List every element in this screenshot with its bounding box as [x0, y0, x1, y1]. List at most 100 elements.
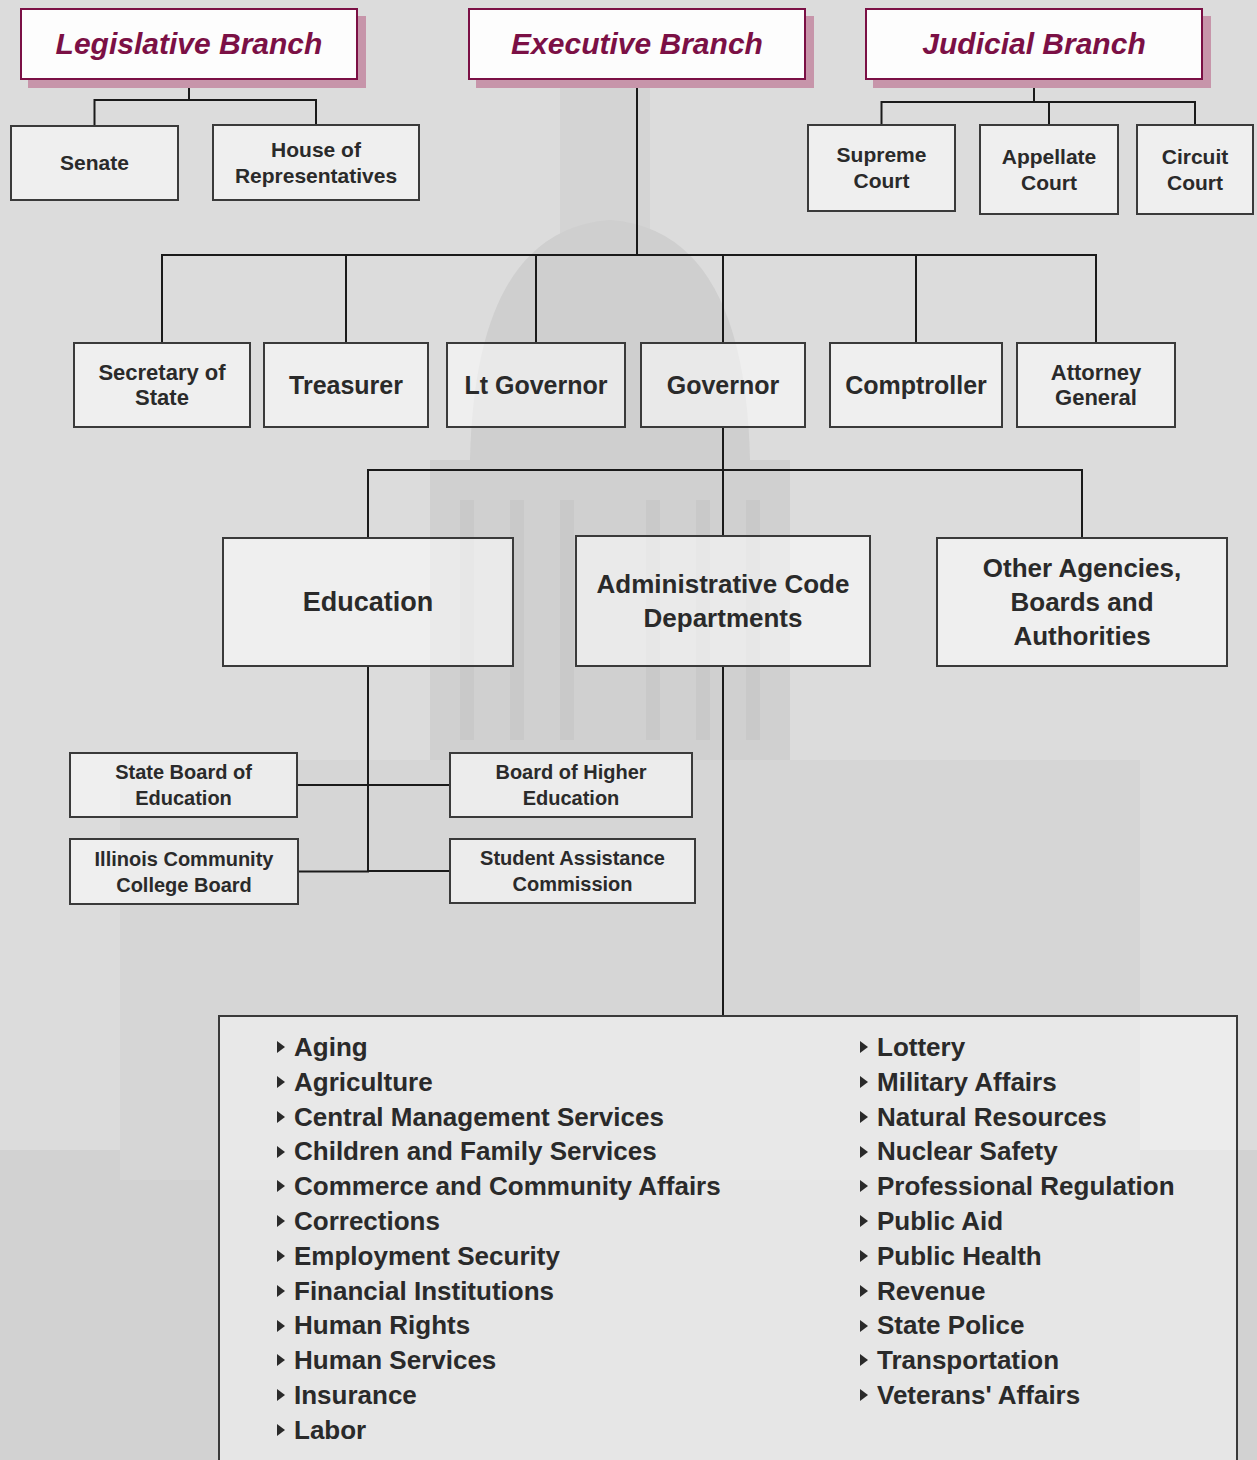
department-item: Financial Institutions	[277, 1274, 554, 1309]
department-item: Employment Security	[277, 1239, 560, 1274]
office-box: Treasurer	[263, 342, 429, 428]
board-box-label: Board of Higher Education	[455, 759, 687, 811]
text-wrap: House of Representatives	[214, 135, 418, 191]
court-box-label: Supreme Court	[813, 142, 950, 194]
group-box-label: Administrative Code Departments	[581, 567, 865, 635]
bullet-triangle	[860, 1041, 868, 1053]
office-box-label: Comptroller	[845, 371, 987, 400]
text-wrap: Secretary of State	[75, 358, 249, 413]
department-name: Aging	[294, 1032, 368, 1062]
department-item: Revenue	[860, 1274, 985, 1309]
connector	[723, 428, 1082, 537]
text-wrap: Education	[299, 583, 438, 621]
connector	[298, 667, 368, 785]
department-name: Natural Resources	[877, 1102, 1107, 1132]
department-item: Natural Resources	[860, 1100, 1107, 1135]
text-wrap: Supreme Court	[809, 140, 954, 196]
text-wrap: Senate	[56, 148, 133, 178]
bullet-triangle	[277, 1424, 285, 1436]
department-item: Transportation	[860, 1343, 1059, 1378]
chamber-box-label: House of Representatives	[218, 137, 414, 189]
text-wrap: Administrative Code Departments	[577, 565, 869, 637]
bullet-triangle	[860, 1180, 868, 1192]
text-wrap: Treasurer	[285, 369, 407, 402]
text-wrap: Illinois Community College Board	[71, 844, 297, 900]
connector	[162, 80, 637, 342]
connector	[1034, 80, 1195, 124]
board-box: State Board of Education	[69, 752, 298, 818]
connector	[368, 667, 449, 785]
department-item: Labor	[277, 1413, 366, 1448]
bullet-triangle	[860, 1111, 868, 1123]
chamber-box-label: Senate	[60, 150, 129, 176]
connector	[536, 80, 637, 342]
department-name: Military Affairs	[877, 1067, 1057, 1097]
office-box-label: Treasurer	[289, 371, 403, 400]
board-box-label: Student Assistance Commission	[455, 845, 690, 897]
text-wrap: Lt Governor	[460, 369, 611, 402]
bullet-triangle	[860, 1389, 868, 1401]
court-box-label: Circuit Court	[1142, 144, 1248, 196]
office-box: Attorney General	[1016, 342, 1176, 428]
connector	[722, 667, 724, 1015]
connector	[299, 667, 368, 872]
board-box: Board of Higher Education	[449, 752, 693, 818]
group-box: Education	[222, 537, 514, 667]
department-item: Lottery	[860, 1030, 965, 1065]
group-box-label: Other Agencies, Boards and Authorities	[942, 551, 1222, 653]
branch-box: Legislative Branch	[20, 8, 358, 80]
department-name: Corrections	[294, 1206, 440, 1236]
bullet-triangle	[277, 1285, 285, 1297]
board-box: Illinois Community College Board	[69, 838, 299, 905]
department-name: Nuclear Safety	[877, 1136, 1058, 1166]
bullet-triangle	[860, 1146, 868, 1158]
text-wrap: State Board of Education	[71, 757, 296, 813]
branch-box: Executive Branch	[468, 8, 806, 80]
branch-box-label: Judicial Branch	[922, 27, 1145, 61]
office-box: Lt Governor	[446, 342, 626, 428]
office-box: Comptroller	[829, 342, 1003, 428]
board-box: Student Assistance Commission	[449, 838, 696, 904]
department-item: Children and Family Services	[277, 1134, 657, 1169]
connector	[189, 80, 316, 124]
branch-box-label: Legislative Branch	[56, 27, 323, 61]
department-name: Public Aid	[877, 1206, 1003, 1236]
department-name: Central Management Services	[294, 1102, 664, 1132]
department-name: State Police	[877, 1310, 1024, 1340]
office-box: Secretary of State	[73, 342, 251, 428]
department-item: Professional Regulation	[860, 1169, 1175, 1204]
department-list-box: AgingAgricultureCentral Management Servi…	[218, 1015, 1238, 1460]
department-name: Children and Family Services	[294, 1136, 657, 1166]
department-item: Public Health	[860, 1239, 1042, 1274]
chamber-box: Senate	[10, 125, 179, 201]
text-wrap: Other Agencies, Boards and Authorities	[938, 549, 1226, 655]
court-box: Circuit Court	[1136, 124, 1254, 215]
group-box: Other Agencies, Boards and Authorities	[936, 537, 1228, 667]
department-name: Financial Institutions	[294, 1276, 554, 1306]
connector	[882, 80, 1035, 124]
bullet-triangle	[277, 1076, 285, 1088]
connector	[368, 667, 449, 871]
department-item: Human Rights	[277, 1308, 470, 1343]
office-box-label: Secretary of State	[79, 360, 245, 411]
group-box: Administrative Code Departments	[575, 535, 871, 667]
department-item: Insurance	[277, 1378, 417, 1413]
connector	[346, 80, 637, 342]
text-wrap: Student Assistance Commission	[451, 843, 694, 899]
court-box: Supreme Court	[807, 124, 956, 212]
bullet-triangle	[277, 1041, 285, 1053]
department-name: Lottery	[877, 1032, 965, 1062]
office-box-label: Lt Governor	[464, 371, 607, 400]
connector	[637, 80, 723, 342]
department-item: Agriculture	[277, 1065, 433, 1100]
text-wrap: Executive Branch	[507, 25, 767, 63]
connector	[368, 428, 723, 537]
bullet-triangle	[860, 1354, 868, 1366]
text-wrap: Appellate Court	[981, 142, 1117, 198]
department-name: Public Health	[877, 1241, 1042, 1271]
bullet-triangle	[277, 1215, 285, 1227]
department-name: Transportation	[877, 1345, 1059, 1375]
department-name: Agriculture	[294, 1067, 433, 1097]
court-box-label: Appellate Court	[985, 144, 1113, 196]
text-wrap: Legislative Branch	[52, 25, 327, 63]
